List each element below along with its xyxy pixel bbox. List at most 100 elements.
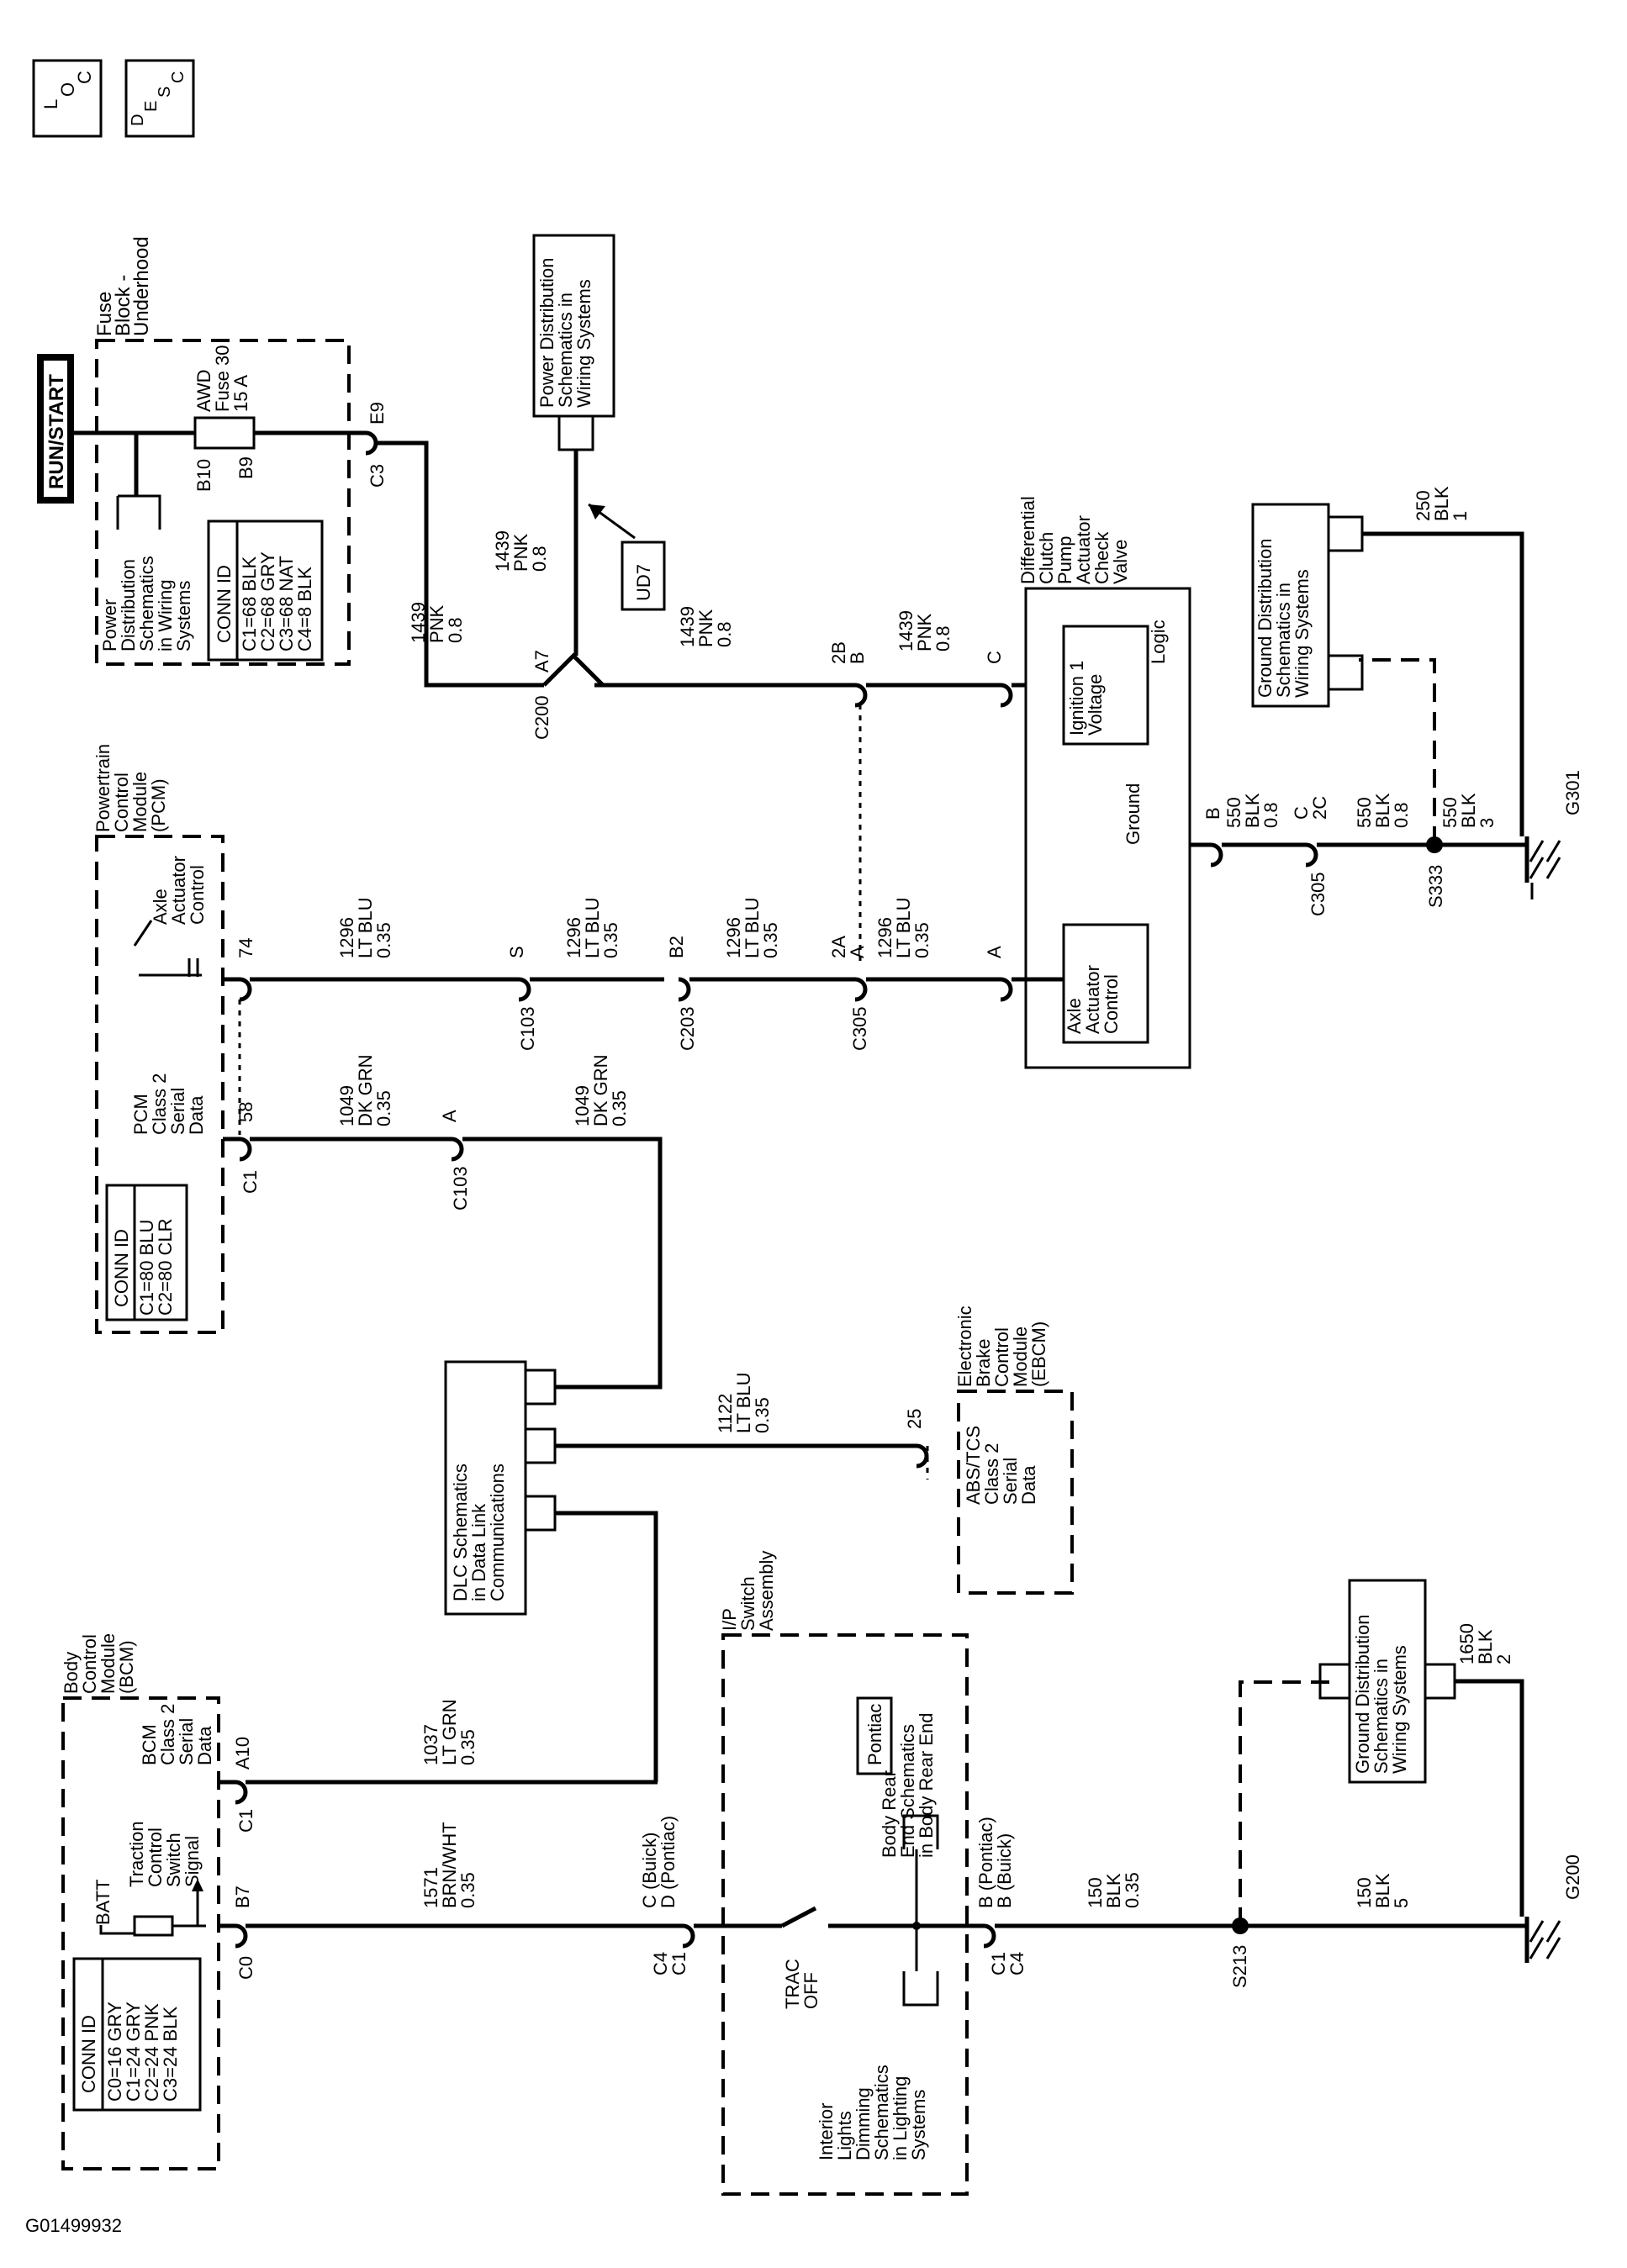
wire-150-b-label: 150 BLK 5 <box>1354 1868 1412 1908</box>
wire-1571-label: 1571 BRN/WHT 0.35 <box>420 1817 478 1908</box>
trac-off-switch-icon <box>780 1906 817 1928</box>
conn-id-fuse-header: CONN ID <box>214 565 235 643</box>
wire-1296-a-label: 1296 LT BLU 0.35 <box>336 892 394 958</box>
wire-1439-d-label: 1439 PNK 0.8 <box>895 605 953 651</box>
wire-1049-b-label: 1049 DK GRN 0.35 <box>572 1049 630 1126</box>
dlc-block: DLC Schematics in Data Link Communicatio… <box>444 1360 557 1616</box>
diff-clutch-label: Differential Clutch Pump Actuator Check … <box>1017 491 1131 584</box>
axle-ctrl-box <box>1062 923 1149 1044</box>
body-rear-label: Body Rear End Schematics in Body Rear En… <box>879 1713 937 1858</box>
c200-label: C200 <box>531 695 552 740</box>
connector-a-c103 <box>451 1137 464 1162</box>
wire-1296-c-label: 1296 LT BLU 0.35 <box>723 892 781 958</box>
wire-250-label: 250 BLK 1 <box>1413 481 1471 521</box>
c200-splice <box>542 652 605 687</box>
pin-c2c-label: C 2C <box>1291 796 1330 820</box>
g301-label: G301 <box>1562 770 1583 815</box>
bcm-serial-label: BCM Class 2 Serial Data <box>139 1699 215 1765</box>
c103-label-a: C103 <box>517 1006 538 1051</box>
connector-74 <box>223 977 252 1002</box>
pcm-serial-label: PCM Class 2 Serial Data <box>130 1068 207 1135</box>
power-dist-2-label: Power Distribution Schematics in Wiring … <box>536 252 594 408</box>
connector-b <box>1210 842 1223 868</box>
g200-label: G200 <box>1562 1854 1583 1900</box>
pin-58: 58 <box>235 1102 256 1122</box>
wire-550b-label: 550 BLK 0.8 <box>1354 788 1412 828</box>
connector-b7 <box>219 1923 248 1949</box>
wire-1049-a-label: 1049 DK GRN 0.35 <box>336 1049 394 1126</box>
connector-b2 <box>678 977 691 1002</box>
ud7-label: UD7 <box>633 564 654 601</box>
bcm-module: Body Control Module (BCM) BCM Class 2 Se… <box>61 1633 220 2170</box>
logic-label: Logic <box>1148 620 1169 664</box>
connector-2b <box>854 683 868 708</box>
c103-label-b: C103 <box>450 1166 471 1210</box>
fuse-30-label: AWD Fuse 30 15 A <box>193 340 251 412</box>
g301-ground-icon <box>1524 836 1561 899</box>
bcm-outline <box>61 1696 220 2170</box>
wire-550a-label: 550 BLK 0.8 <box>1223 788 1281 828</box>
g200-ground-icon <box>1524 1917 1561 1963</box>
connector-58 <box>223 1137 252 1162</box>
ground-label: Ground <box>1123 783 1144 845</box>
connector-c <box>1000 683 1013 708</box>
abs-serial-label: ABS/TCS Class 2 Serial Data <box>963 1421 1039 1505</box>
pin-25: 25 <box>904 1409 925 1429</box>
connector-s <box>518 977 531 1002</box>
pontiac-box <box>856 1696 893 1775</box>
fuse-pin-b10: B10 <box>193 459 214 492</box>
c305-gnd-label: C305 <box>1307 872 1329 916</box>
resistor-icon <box>133 1915 174 1937</box>
pin-a-c103: A <box>439 1110 460 1122</box>
pin-b2: B2 <box>666 936 687 958</box>
pin-b7: B7 <box>232 1886 253 1908</box>
ip-switch-assembly: I/P Switch Assembly TRAC OFF Pontiac Bod… <box>694 1551 984 2196</box>
connector-e9 <box>349 430 378 456</box>
pin-2b-label: 2B B <box>828 636 868 664</box>
conn-id-fuse-table <box>207 520 324 662</box>
pin-b-pontiac-label: B (Pontiac) B (Buick) <box>975 1812 1015 1908</box>
desc-letter-c: C <box>169 71 188 83</box>
pin-b-label: B <box>1202 807 1223 820</box>
fuse-30-icon <box>193 416 256 450</box>
conn-id-pcm-header: CONN ID <box>111 1229 132 1307</box>
desc-letter-s: S <box>156 87 174 98</box>
diff-clutch-module: Differential Clutch Pump Actuator Check … <box>1017 491 1191 1069</box>
pin-a: A <box>984 946 1005 958</box>
ebcm-label: Electronic Brake Control Module (EBCM) <box>954 1300 1049 1387</box>
connector-c1-c4 <box>983 1923 996 1949</box>
loc-icon: L O C <box>32 59 103 138</box>
run-start-label: RUN/START <box>45 374 68 489</box>
wire-1296-d-label: 1296 LT BLU 0.35 <box>874 892 932 958</box>
run-start-box <box>37 354 74 504</box>
conn-id-bcm-table <box>72 1957 202 2112</box>
conn-id-fuse-row: C1=68 BLK C2=68 GRY C3=68 NAT C4=8 BLK <box>239 546 315 651</box>
desc-letter-e: E <box>142 101 161 112</box>
trac-off-label: TRAC OFF <box>782 1954 821 2009</box>
ign-voltage-box <box>1062 625 1149 746</box>
pin-74: 74 <box>235 938 256 958</box>
pin-c4-c1-label: C4 C1 <box>650 1947 689 1975</box>
power-dist-1-label: Power Distribution Schematics in Wiring … <box>99 551 194 651</box>
figure-id: G01499932 <box>25 2215 122 2236</box>
interior-lights-label: Interior Lights Dimming Schematics in Li… <box>816 2060 929 2160</box>
wire-1439-a-label: 1439 PNK 0.8 <box>408 597 466 643</box>
pin-c-buick-label: C (Buick) D (Pontiac) <box>639 1816 679 1908</box>
connector-a10 <box>219 1780 248 1805</box>
wire-1439-b-label: 1439 PNK 0.8 <box>492 525 550 572</box>
wire-1122-label: 1122 LT BLU 0.35 <box>715 1367 773 1433</box>
wire-550c-label: 550 BLK 3 <box>1439 788 1498 828</box>
pin-a10: A10 <box>232 1737 253 1770</box>
c305-label: C305 <box>849 1006 870 1051</box>
ground-dist-2-label: Ground Distribution Schematics in Wiring… <box>1352 1609 1410 1774</box>
dlc-label: DLC Schematics in Data Link Communicatio… <box>450 1458 508 1601</box>
ground-dist-1: Ground Distribution Schematics in Wiring… <box>1251 503 1364 708</box>
fuse-block-outline <box>95 339 351 666</box>
axle-ctrl-2-label: Axle Actuator Control <box>1064 960 1122 1034</box>
conn-id-bcm-rows: C0=16 GRY C1=24 GRY C2=24 PNK C3=24 BLK <box>104 1996 181 2102</box>
loc-letter-o: O <box>57 82 78 97</box>
pin-c1-c4-label: C1 C4 <box>988 1947 1027 1975</box>
pin-2a-label: 2A A <box>828 931 868 958</box>
connector-2a <box>854 977 868 1002</box>
power-dist-2: Power Distribution Schematics in Wiring … <box>532 234 615 656</box>
